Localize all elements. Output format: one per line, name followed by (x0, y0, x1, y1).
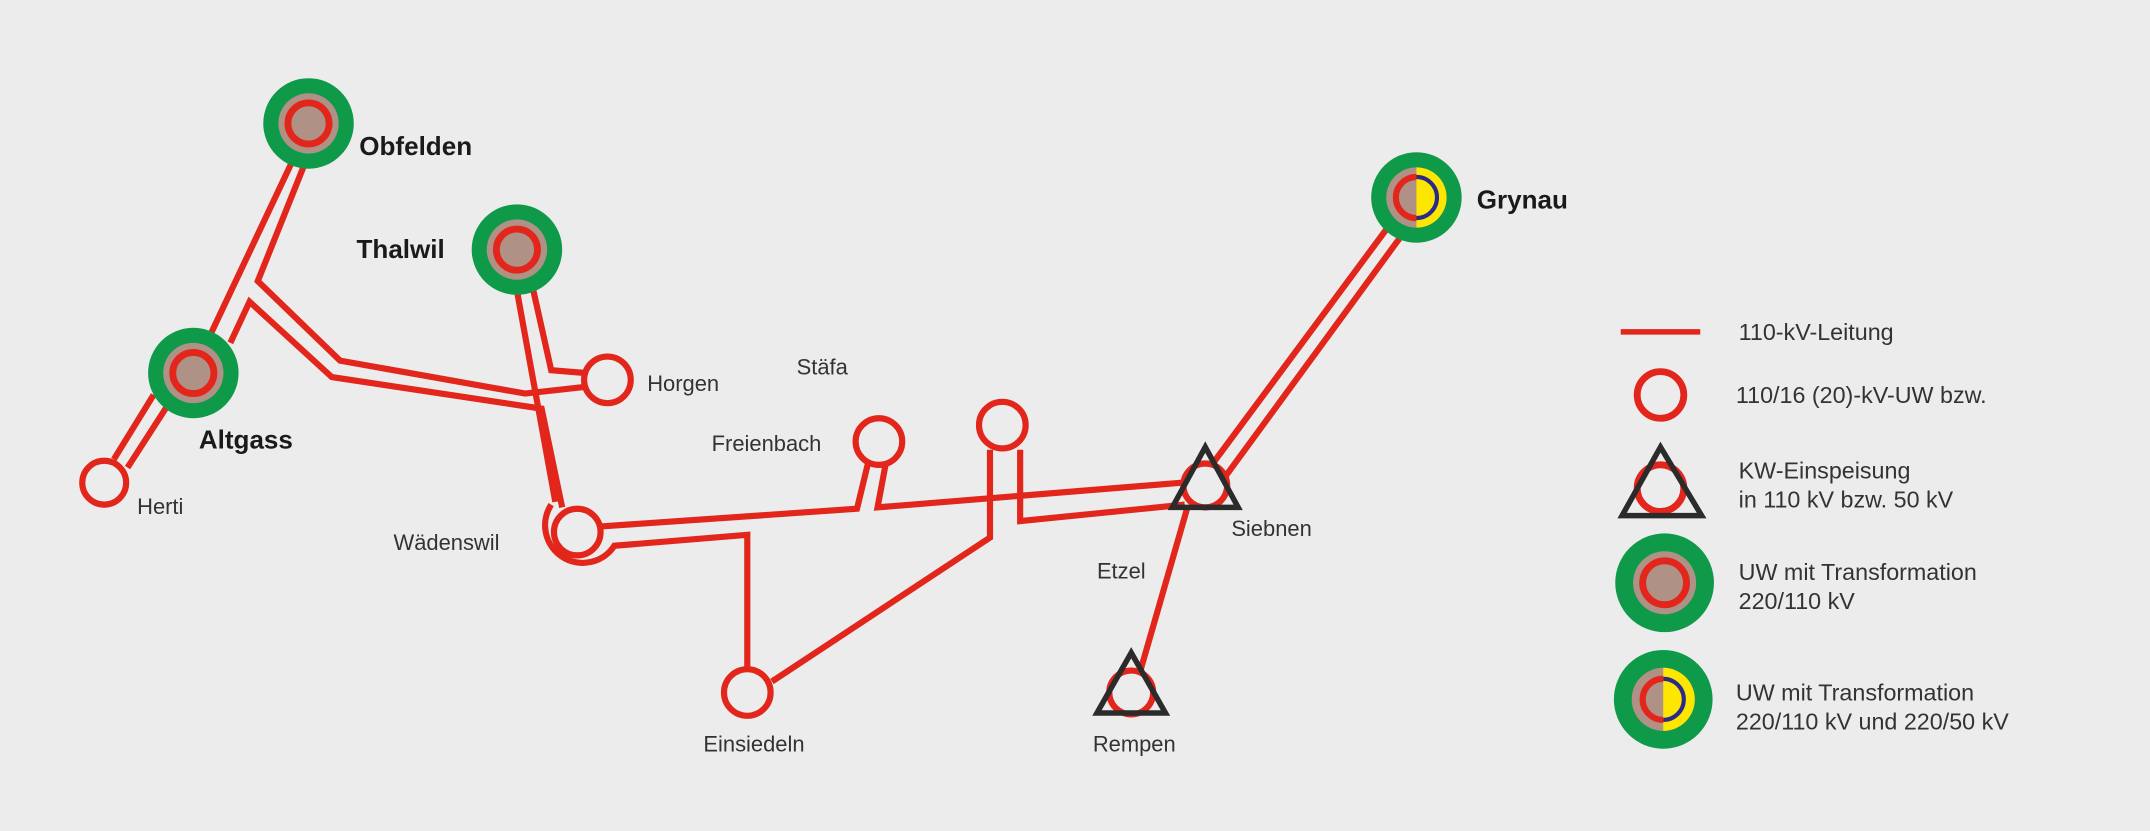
line-thalwil-horgen (530, 290, 586, 377)
legend-label-transformer-2: 220/110 kV (1739, 588, 1856, 614)
line-altgass-herti-b (124, 404, 170, 470)
label-siebnen: Siebnen (1231, 516, 1311, 541)
line-obfelden-altgass-a (207, 160, 295, 338)
line-node-einsiedeln (770, 449, 994, 685)
substation-grynau (1371, 152, 1462, 243)
label-obfelden: Obfelden (359, 131, 472, 161)
legend-label-line: 110-kV-Leitung (1739, 319, 1894, 345)
line-waedenswil-freienbach (598, 462, 871, 530)
line-thalwil-waedenswil (513, 290, 559, 503)
legend-substation-icon (1633, 368, 1688, 422)
substation-thalwil (471, 204, 563, 295)
legend-label-dual-transformer-1: UW mit Transformation (1736, 680, 1974, 706)
legend-transformer-icon (1615, 533, 1714, 633)
line-siebnen-grynau-a (1208, 225, 1391, 469)
label-etzel: Etzel (1097, 559, 1146, 584)
power-plant-rempen (1092, 647, 1171, 718)
legend-label-transformer-1: UW mit Transformation (1739, 559, 1977, 585)
label-herti: Herti (137, 494, 183, 519)
line-node-siebnen (1017, 449, 1186, 525)
substation-waedenswil (550, 505, 604, 559)
legend-label-power-plant-2: in 110 kV bzw. 50 kV (1739, 486, 1954, 512)
label-thalwil: Thalwil (357, 234, 445, 264)
line-siebnen-rempen (1137, 506, 1191, 671)
legend-label-substation: 110/16 (20)-kV-UW bzw. (1736, 382, 1987, 408)
substation-horgen (581, 353, 634, 407)
substation-obfelden (263, 78, 354, 169)
power-plant-siebnen (1167, 441, 1243, 511)
legend-power-plant-icon (1617, 441, 1707, 519)
legend-label-power-plant-1: KW-Einspeisung (1739, 458, 1911, 484)
line-altgass-waedenswil (227, 296, 566, 508)
label-freienbach: Freienbach (712, 431, 822, 456)
label-grynau: Grynau (1477, 184, 1568, 214)
legend-dual-transformer-icon (1613, 649, 1713, 749)
line-siebnen-grynau-b (1223, 234, 1404, 478)
label-rempen: Rempen (1093, 731, 1176, 756)
line-freienbach-siebnen (873, 462, 1183, 511)
label-waedenswil: Wädenswil (394, 530, 500, 555)
legend-label-dual-transformer-2: 220/110 kV und 220/50 kV (1736, 708, 2009, 734)
power-lines (111, 160, 1404, 685)
substation-einsiedeln (720, 666, 774, 719)
legend: 110-kV-Leitung 110/16 (20)-kV-UW bzw. KW… (1613, 319, 2009, 749)
label-einsiedeln: Einsiedeln (703, 731, 804, 756)
substation-herti (79, 457, 130, 508)
line-obfelden-junction (254, 163, 588, 397)
substation-unnamed (975, 398, 1029, 452)
line-waedenswil-loop (542, 502, 751, 670)
label-staefa: Stäfa (797, 354, 849, 379)
label-horgen: Horgen (647, 371, 719, 396)
substation-freienbach (852, 415, 906, 468)
line-altgass-herti-a (111, 393, 157, 461)
substation-altgass (148, 327, 239, 419)
label-altgass: Altgass (199, 424, 293, 454)
